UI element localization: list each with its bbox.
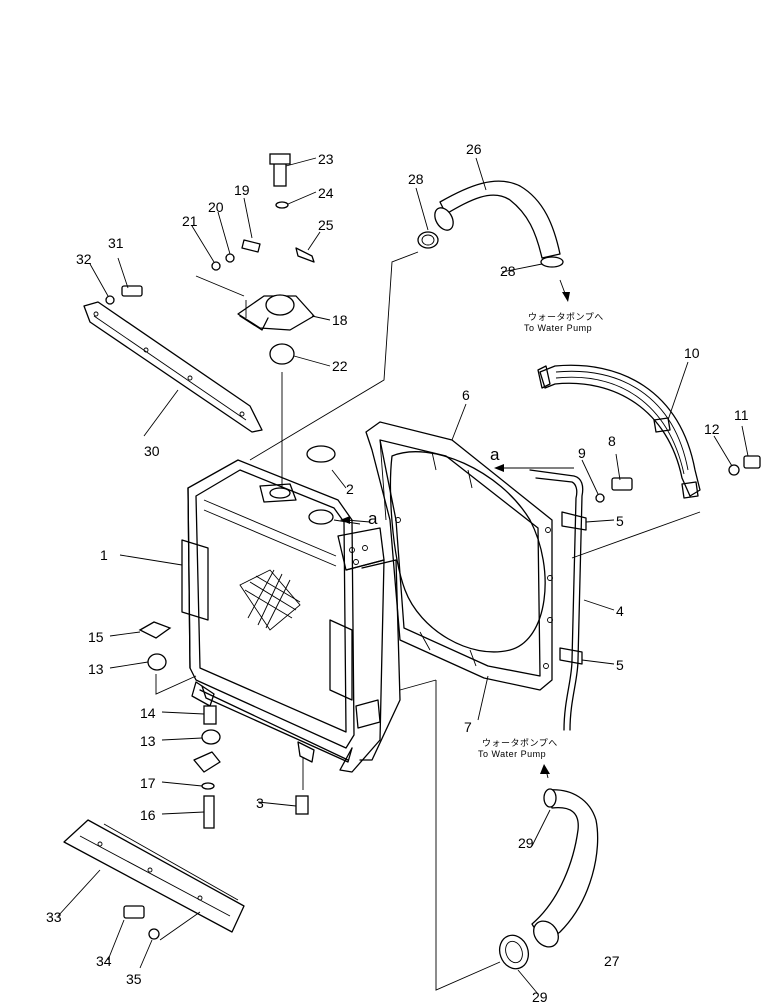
label-28b: 28 (500, 263, 516, 279)
callout-a-left: a (368, 509, 378, 528)
upper-hose (417, 180, 564, 268)
radiator-core (181, 459, 401, 790)
label-29b: 29 (532, 989, 548, 1005)
label-5a: 5 (616, 513, 624, 529)
label-5b: 5 (616, 657, 624, 673)
note-mid-en: To Water Pump (478, 749, 546, 759)
leader-lines (57, 157, 749, 995)
note-mid-jp: ウォータポンプへ (482, 738, 558, 748)
callout-letters: a a (368, 445, 500, 528)
label-14: 14 (140, 705, 156, 721)
label-29a: 29 (518, 835, 534, 851)
label-16: 16 (140, 807, 156, 823)
label-27: 27 (604, 953, 620, 969)
label-35: 35 (126, 971, 142, 987)
label-9: 9 (578, 445, 586, 461)
destination-notes: ウォータポンプへ To Water Pump ウォータポンプへ To Water… (478, 312, 604, 759)
label-34: 34 (96, 953, 112, 969)
label-19: 19 (234, 182, 250, 198)
label-31: 31 (108, 235, 124, 251)
label-23: 23 (318, 151, 334, 167)
callout-a-top: a (490, 445, 500, 464)
label-3: 3 (256, 795, 264, 811)
label-7: 7 (464, 719, 472, 735)
label-22: 22 (332, 358, 348, 374)
label-24: 24 (318, 185, 334, 201)
label-21: 21 (182, 213, 198, 229)
label-4: 4 (616, 603, 624, 619)
label-17: 17 (140, 775, 156, 791)
core-mesh-detail (239, 569, 301, 631)
label-15: 15 (88, 629, 104, 645)
upper-mount-hardware (195, 153, 315, 365)
small-fasteners (295, 445, 761, 815)
note-top-jp: ウォータポンプへ (528, 312, 604, 322)
label-6: 6 (462, 387, 470, 403)
lower-hose (498, 788, 599, 970)
label-13a: 13 (88, 661, 104, 677)
label-26: 26 (466, 141, 482, 157)
label-11: 11 (734, 407, 749, 423)
label-1: 1 (100, 547, 108, 563)
note-top-en: To Water Pump (524, 323, 592, 333)
lower-mount-hardware (138, 621, 221, 829)
label-20: 20 (208, 199, 224, 215)
label-32: 32 (76, 251, 92, 267)
label-25: 25 (318, 217, 334, 233)
part-number-labels: 1 2 3 4 5 5 6 7 8 9 10 11 12 13 13 14 15… (46, 141, 749, 1005)
overflow-tube (529, 469, 587, 731)
label-30: 30 (144, 443, 160, 459)
label-8: 8 (608, 433, 616, 449)
fan-guard (537, 364, 701, 499)
label-2: 2 (346, 481, 354, 497)
fan-shroud (365, 421, 553, 691)
label-33: 33 (46, 909, 62, 925)
label-28a: 28 (408, 171, 424, 187)
top-cover (83, 285, 263, 433)
bottom-cover (63, 819, 245, 940)
label-13b: 13 (140, 733, 156, 749)
label-10: 10 (684, 345, 700, 361)
label-18: 18 (332, 312, 348, 328)
label-12: 12 (704, 421, 720, 437)
